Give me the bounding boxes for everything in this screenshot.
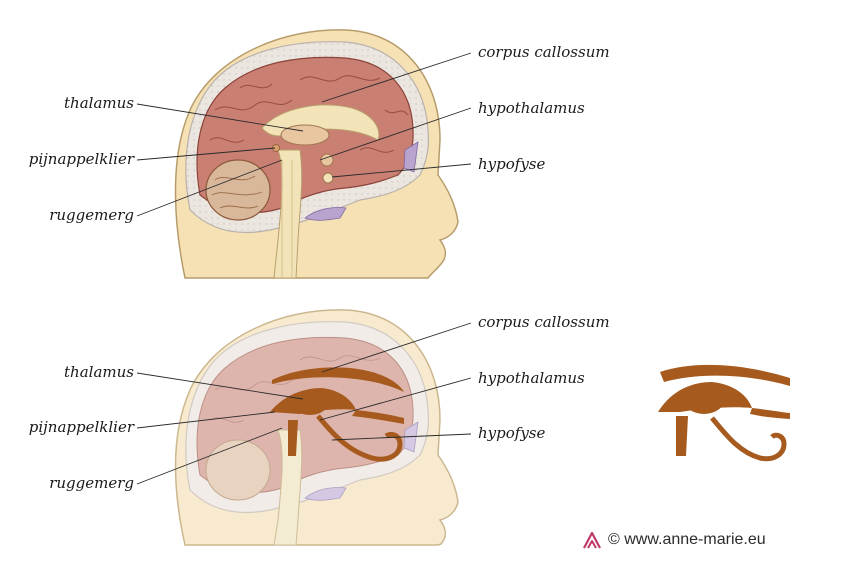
bottom-label-thalamus: thalamus xyxy=(64,363,134,381)
bottom-label-corpus-callossum: corpus callossum xyxy=(478,313,610,331)
top-label-thalamus: thalamus xyxy=(64,94,134,112)
bottom-sinus-sphenoid xyxy=(304,487,347,501)
credit-text[interactable]: © www.anne-marie.eu xyxy=(608,531,766,548)
top-hypofyse xyxy=(322,172,334,184)
top-sinus-frontal xyxy=(403,141,419,173)
bottom-label-pijnappelklier: pijnappelklier xyxy=(28,418,134,436)
bottom-label-hypofyse: hypofyse xyxy=(478,424,546,442)
top-cerebellum xyxy=(205,159,271,221)
credit[interactable]: © www.anne-marie.eu xyxy=(582,528,766,552)
top-label-hypothalamus: hypothalamus xyxy=(478,99,585,117)
top-label-ruggemerg: ruggemerg xyxy=(49,206,134,224)
eye-of-horus-overlay xyxy=(270,367,404,462)
top-label-hypofyse: hypofyse xyxy=(478,155,546,173)
top-head-illustration xyxy=(174,29,459,279)
anne-marie-logo-icon xyxy=(583,531,601,549)
top-sinus-sphenoid xyxy=(304,207,347,221)
bottom-label-ruggemerg: ruggemerg xyxy=(49,474,134,492)
top-label-pijnappelklier: pijnappelklier xyxy=(28,150,134,168)
top-leader-lines xyxy=(136,52,472,217)
bottom-head-illustration xyxy=(174,309,459,546)
top-label-corpus-callossum: corpus callossum xyxy=(478,43,610,61)
eye-of-horus-icon xyxy=(658,364,790,462)
bottom-label-hypothalamus: hypothalamus xyxy=(478,369,585,387)
top-thalamus xyxy=(280,124,330,146)
bottom-leader-lines xyxy=(136,322,472,485)
